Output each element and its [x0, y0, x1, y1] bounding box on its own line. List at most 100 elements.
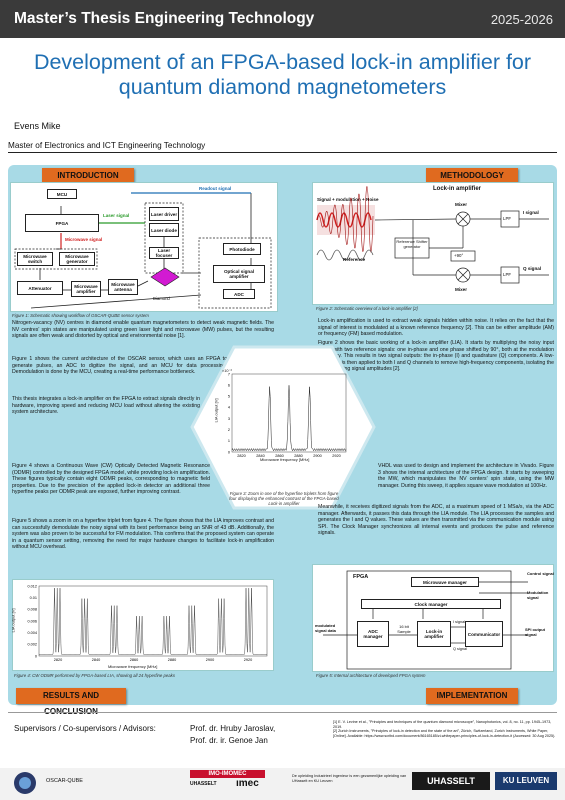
figure-3-ytick: 2 — [228, 428, 230, 432]
figure-4-xlabel: Microwave frequency [MHz] — [108, 664, 158, 669]
figure-3-xtick: 2840 — [256, 454, 264, 458]
footer-divider — [8, 712, 557, 713]
figure-1-caption: Figure 1: Schematic showing workflow of … — [12, 313, 149, 318]
reference-2: [2] Zurich Instruments, "Principles of l… — [333, 729, 556, 738]
figure-4-ytick: 0.008 — [27, 608, 37, 612]
label-modulated: modulated signal data — [315, 623, 336, 633]
figure-3-ytick: 3 — [228, 417, 230, 421]
block-laser-focuser: Laser focuser — [149, 247, 179, 259]
label-sample: 16 bit Sample — [397, 624, 411, 634]
figure-4-xtick: 2860 — [130, 658, 138, 662]
implementation-paragraph-2: Meanwhile, it receives digitized signals… — [318, 504, 554, 536]
figure-5-wires — [323, 570, 528, 670]
figure-3-ytick: 5 — [228, 395, 230, 399]
label-control: Control signal — [527, 571, 554, 576]
supervisors-label: Supervisors / Co-supervisors / Advisors: — [14, 724, 156, 733]
block-lockin: Lock-in amplifier — [417, 621, 451, 647]
figure-3-ytick: 0 — [228, 450, 230, 454]
figure-2: Lock-in amplifier Signal + modulation + … — [312, 182, 554, 305]
methodology-paragraph-2: Figure 2 shows the basic working of a lo… — [318, 340, 554, 372]
intro-paragraph-2: Figure 1 shows the current architecture … — [12, 356, 227, 375]
block-fpga: FPGA — [25, 214, 99, 232]
figure-1-wires — [14, 192, 272, 309]
block-adc: ADC — [223, 289, 255, 299]
section-introduction: INTRODUCTION — [42, 168, 134, 184]
oscar-logo-icon — [14, 772, 36, 794]
uhasselt-small-logo: UHASSELT — [190, 781, 217, 787]
results-paragraph-2: Figure 5 shows a zoom in on a hyperfine … — [12, 518, 274, 550]
block-mw-antenna: Microwave antenna — [108, 279, 138, 295]
block-mcu: MCU — [47, 189, 77, 199]
lockin-title: Lock-in amplifier — [433, 186, 482, 192]
implementation-paragraph-1: VHDL was used to design and implement th… — [378, 463, 554, 489]
figure-3-ytick: 6 — [228, 383, 230, 387]
figure-5-caption: Figure 5: Internal architecture of devel… — [316, 673, 426, 678]
label-diamond: Diamond — [153, 296, 170, 301]
poster-title: Development of an FPGA-based lock-in amp… — [33, 50, 532, 99]
intro-paragraph-1: Nitrogen-vacancy (NV) centres in diamond… — [12, 320, 274, 339]
label-laser-signal: Laser signal — [103, 213, 130, 218]
methodology-paragraph-1: Lock-in amplification is used to extract… — [318, 318, 554, 337]
figure-4-ytick: 0.002 — [27, 643, 37, 647]
label-i-signal: I signal — [523, 210, 539, 215]
figure-3-ylabel: LIA output [V] — [213, 398, 219, 423]
figure-3-xlabel: Microwave frequency [MHz] — [260, 457, 310, 462]
label-input-signal: Signal + modulation + Noise — [317, 197, 379, 202]
label-lpf-top: LPF — [503, 216, 512, 221]
figure-4-trace — [39, 588, 267, 655]
figure-4-caption: Figure 4: CW ODMR performed by FPGA-base… — [14, 673, 175, 678]
figure-1: MCU FPGA Laser signal Readout signal Mic… — [10, 182, 278, 312]
label-q-signal: Q signal — [523, 266, 542, 271]
figure-4-ytick: 0.01 — [30, 596, 37, 600]
ku-leuven-logo: KU LEUVEN — [495, 772, 557, 790]
figure-3-ytick: 7 — [228, 372, 230, 376]
results-paragraph-1: Figure 4 shows a Continuous Wave (CW) Op… — [12, 463, 210, 495]
block-mw-switch: Microwave switch — [17, 252, 53, 266]
figure-4-ytick: 0.012 — [27, 584, 37, 588]
block-mw-generator: Microwave generator — [59, 252, 95, 266]
figure-4-xtick: 2840 — [92, 658, 100, 662]
figure-3-ytick: 1 — [228, 439, 230, 443]
block-optical-amplifier: Optical signal amplifier — [213, 265, 265, 283]
program-name: Master of Electronics and ICT Engineerin… — [8, 141, 206, 150]
section-methodology: METHODOLOGY — [426, 168, 518, 184]
lockin-diagram — [316, 186, 549, 284]
label-mixer-top: Mixer — [455, 202, 468, 207]
block-photodiode: Photodiode — [223, 243, 261, 255]
uhasselt-logo: UHASSELT — [412, 772, 490, 790]
supervisor-1: Prof. dr. Hruby Jaroslav, — [190, 724, 276, 733]
figure-3-exponent: ×10⁻³ — [222, 369, 232, 373]
figure-3-ytick: 4 — [228, 406, 230, 410]
figure-4-axes — [38, 585, 268, 657]
block-communicator: Communicator — [465, 621, 503, 647]
imec-logo: ımec — [236, 778, 259, 789]
figure-3-xtick: 2820 — [237, 454, 245, 458]
figure-3-xtick: 2880 — [294, 454, 302, 458]
fpga-label: FPGA — [353, 574, 369, 580]
references: [1] E. V. Levine et al., "Principles and… — [333, 720, 558, 738]
label-shift: +90° — [454, 253, 464, 258]
figure-3-axes — [231, 373, 347, 453]
intro-paragraph-3: This thesis integrates a lock-in amplifi… — [12, 396, 200, 415]
figure-4-ytick: 0.006 — [27, 619, 37, 623]
header-title: Master’s Thesis Engineering Technology — [14, 10, 315, 27]
block-clock-manager: Clock manager — [361, 599, 501, 609]
figure-4-ytick: 0.004 — [27, 631, 37, 635]
figure-4-xtick: 2880 — [168, 658, 176, 662]
divider — [8, 152, 557, 153]
reference-1: [1] E. V. Levine et al., "Principles and… — [333, 720, 552, 729]
label-shifter: Reference Shifter generator — [396, 239, 428, 249]
figure-2-caption: Figure 2: Schematic overview of a lock-i… — [316, 306, 418, 311]
author-name: Evens Mike — [14, 121, 61, 131]
block-laser-driver: Laser driver — [149, 207, 179, 221]
figure-4-xtick: 2920 — [244, 658, 252, 662]
figure-5: FPGA Microwave manager Clock manager ADC… — [312, 564, 554, 672]
label-modulation: Modulation signal — [527, 590, 549, 600]
label-readout-signal: Readout signal — [199, 186, 232, 191]
header-bar: Master’s Thesis Engineering Technology 2… — [0, 0, 565, 38]
figure-3-xtick: 2920 — [332, 454, 340, 458]
